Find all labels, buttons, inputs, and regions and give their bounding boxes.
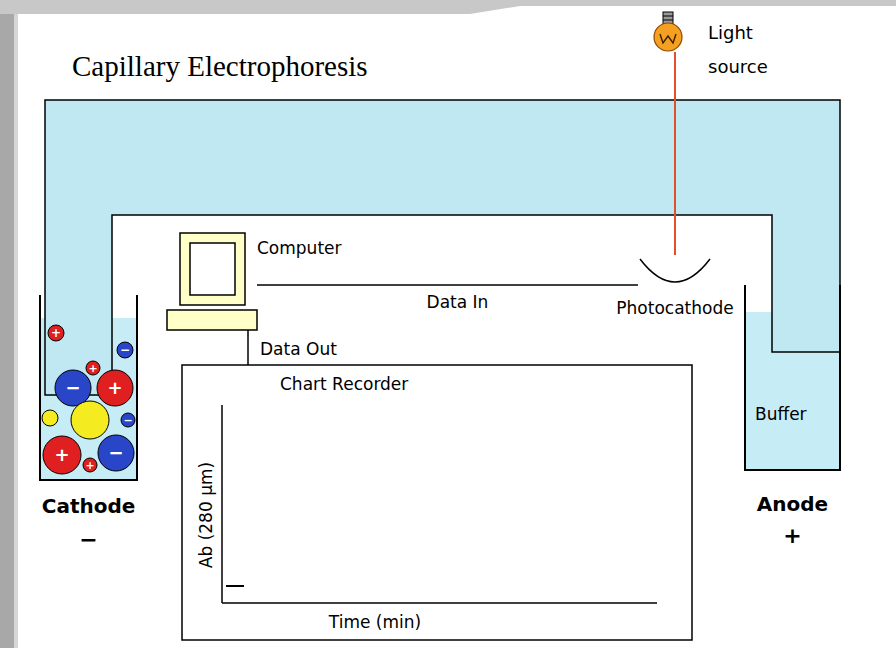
- charge-sign: +: [51, 327, 61, 339]
- data-wire: [257, 284, 638, 286]
- charge-sign: +: [85, 460, 94, 471]
- anode-beaker: BufferAnode+: [745, 285, 840, 470]
- particles: [42, 325, 135, 474]
- axis-label: Time (min): [329, 614, 421, 631]
- photocathode: Photocathode: [638, 255, 712, 288]
- axis-label: Ab (280 µm): [198, 462, 215, 568]
- title: Capillary Electrophoresis: [72, 50, 368, 83]
- slide-border: [0, 0, 896, 14]
- charge-sign: −: [123, 415, 132, 426]
- chart-recorder-outline: [182, 365, 692, 640]
- computer-outline: [167, 233, 257, 330]
- charge-sign: +: [88, 363, 97, 374]
- light-source-label: Light source: [708, 16, 780, 84]
- edge-label: Data Out: [258, 340, 339, 360]
- electrode-label: Cathode: [42, 495, 136, 518]
- chart-recorder: Chart Recorder: [182, 365, 692, 640]
- capillary-tube: [45, 100, 840, 395]
- polarity-sign: +: [783, 523, 801, 548]
- electrode-label: Anode: [757, 493, 828, 516]
- slide-border: [0, 0, 14, 648]
- buffer-label: Buffer: [755, 405, 807, 425]
- computer: Computer: [167, 233, 257, 330]
- photocathode-outline: [638, 255, 712, 288]
- anode-beaker-outline: [745, 285, 840, 470]
- computer-label: Computer: [257, 239, 342, 259]
- light-source-outline: [652, 12, 684, 52]
- data-wire: [247, 330, 249, 365]
- photocathode-label: Photocathode: [616, 299, 733, 319]
- slide-border: [14, 0, 18, 648]
- chart-recorder-label: Chart Recorder: [280, 375, 408, 395]
- edge-label: Data In: [425, 293, 491, 313]
- charge-sign: +: [54, 446, 69, 464]
- light-source: Light source: [652, 12, 684, 52]
- charge-sign: −: [120, 344, 130, 356]
- charge-sign: −: [108, 444, 123, 462]
- charge-sign: −: [65, 379, 80, 397]
- chart-axes: [222, 405, 657, 603]
- polarity-sign: −: [79, 527, 97, 552]
- charge-sign: +: [107, 379, 122, 397]
- light-beam: [674, 52, 676, 255]
